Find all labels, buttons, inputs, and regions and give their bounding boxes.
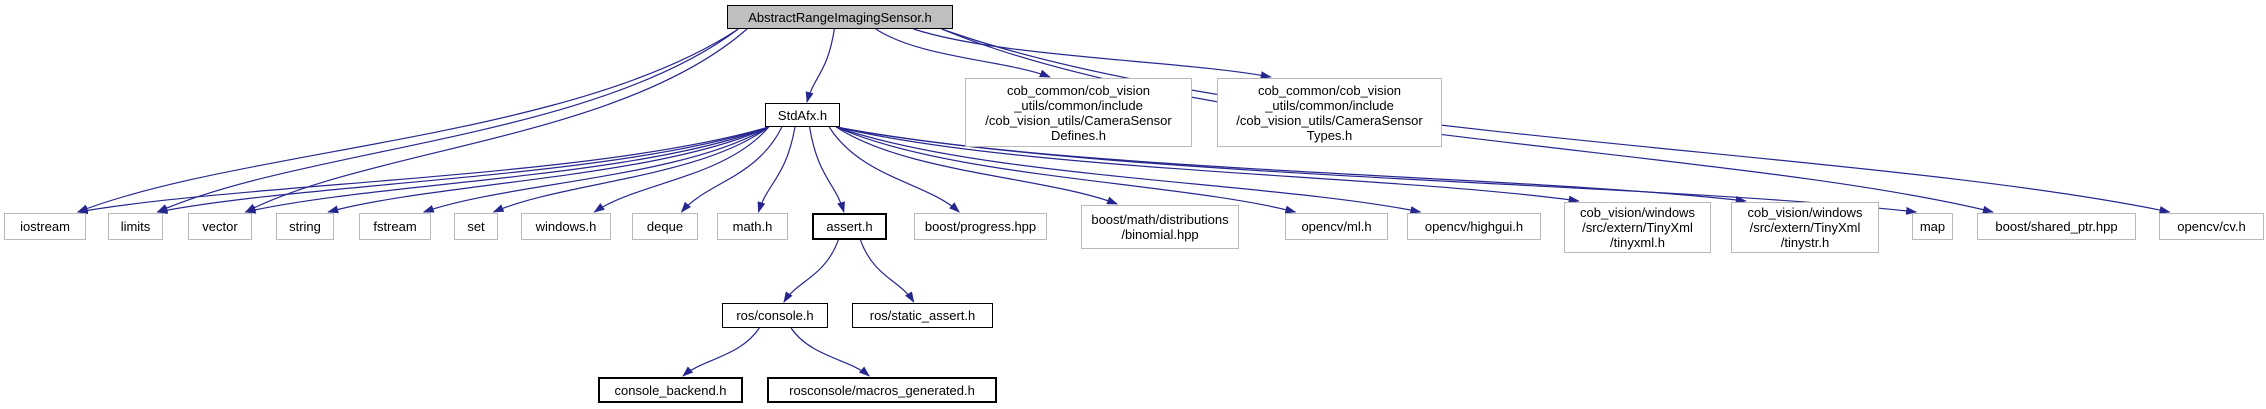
edge-stdafx-deque bbox=[680, 126, 783, 213]
node-stdafx-h[interactable]: StdAfx.h bbox=[765, 103, 840, 127]
node-abstract-range-imaging-sensor-h: AbstractRangeImagingSensor.h bbox=[727, 5, 953, 29]
node-assert-h[interactable]: assert.h bbox=[812, 213, 887, 240]
node-set: set bbox=[454, 213, 498, 240]
node-boost-shared-ptr-hpp: boost/shared_ptr.hpp bbox=[1977, 213, 2136, 240]
node-fstream: fstream bbox=[359, 213, 431, 240]
node-tinyxml-h: cob_vision/windows /src/extern/TinyXml /… bbox=[1564, 202, 1711, 253]
edge-root-stdafx bbox=[805, 28, 835, 103]
node-ros-static-assert-h[interactable]: ros/static_assert.h bbox=[852, 303, 993, 328]
node-map: map bbox=[1912, 213, 1953, 240]
edge-root-opencv_cv bbox=[941, 28, 2171, 214]
edge-stdafx-progress bbox=[828, 126, 960, 213]
edge-root-limits bbox=[156, 28, 739, 213]
node-opencv-cv-h: opencv/cv.h bbox=[2159, 213, 2264, 240]
edge-root-types bbox=[913, 28, 1272, 80]
node-ros-console-h[interactable]: ros/console.h bbox=[722, 303, 828, 328]
node-deque: deque bbox=[632, 213, 698, 240]
node-windows-h: windows.h bbox=[521, 213, 611, 240]
edge-stdafx-math_h bbox=[757, 126, 796, 213]
edge-stdafx-iostream bbox=[76, 126, 769, 215]
node-tinystr-h: cob_vision/windows /src/extern/TinyXml /… bbox=[1731, 202, 1879, 253]
edge-stdafx-fstream bbox=[422, 126, 770, 213]
edge-ros_console-macros_generated bbox=[790, 327, 870, 377]
node-iostream: iostream bbox=[4, 213, 86, 240]
node-boost-math-binomial-hpp: boost/math/distributions /binomial.hpp bbox=[1081, 205, 1239, 249]
node-opencv-highgui-h: opencv/highgui.h bbox=[1407, 213, 1541, 240]
edge-root-iostream bbox=[76, 28, 739, 213]
edge-root-shared_ptr bbox=[941, 28, 1994, 214]
node-vector: vector bbox=[188, 213, 252, 240]
edge-root-vector bbox=[244, 28, 748, 213]
edge-root-defines bbox=[875, 28, 1051, 78]
edge-stdafx-string bbox=[327, 126, 770, 214]
node-console-backend-h[interactable]: console_backend.h bbox=[598, 377, 743, 403]
node-string: string bbox=[276, 213, 334, 240]
node-camera-sensor-defines-h: cob_common/cob_vision _utils/common/incl… bbox=[965, 78, 1192, 147]
edge-stdafx-opencv_highgui bbox=[836, 126, 1422, 214]
edge-stdafx-assert_h bbox=[808, 126, 845, 213]
edge-stdafx-set bbox=[492, 126, 770, 213]
edge-ros_console-console_backend bbox=[682, 327, 760, 377]
edge-stdafx-windows_h bbox=[593, 126, 770, 213]
edge-assert_h-ros_console bbox=[783, 239, 839, 303]
node-camera-sensor-types-h: cob_common/cob_vision _utils/common/incl… bbox=[1217, 78, 1442, 147]
edge-stdafx-tinyxml bbox=[836, 126, 1580, 204]
edge-stdafx-vector bbox=[244, 126, 769, 214]
edge-assert_h-ros_static_assert bbox=[859, 239, 915, 303]
node-math-h: math.h bbox=[717, 213, 788, 240]
edge-stdafx-opencv_ml bbox=[836, 126, 1297, 214]
node-opencv-ml-h: opencv/ml.h bbox=[1285, 213, 1388, 240]
node-limits: limits bbox=[108, 213, 163, 240]
edge-stdafx-binomial bbox=[835, 126, 1119, 205]
node-boost-progress-hpp: boost/progress.hpp bbox=[914, 213, 1047, 240]
edge-stdafx-limits bbox=[156, 126, 769, 215]
node-rosconsole-macros-generated-h[interactable]: rosconsole/macros_generated.h bbox=[767, 377, 997, 403]
